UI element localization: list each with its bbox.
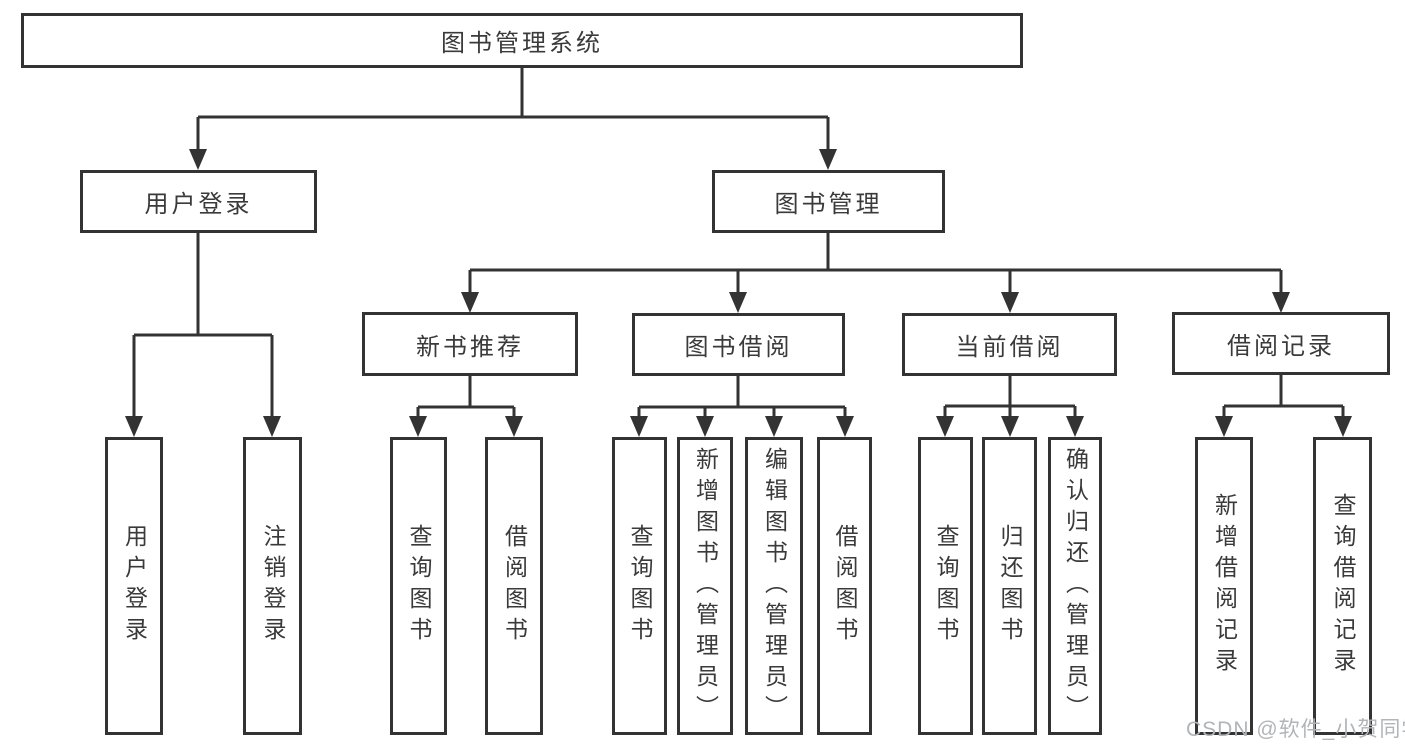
- node-leaf-add-borrow-record: 新增借阅记录: [1195, 437, 1253, 735]
- node-label: 新增图书（管理员）: [692, 446, 719, 726]
- node-leaf-confirm-return: 确认归还（管理员）: [1048, 437, 1102, 735]
- node-label: 借阅记录: [1227, 333, 1335, 360]
- node-leaf-borrow-books-a: 借阅图书: [485, 437, 543, 735]
- arrowheads: [125, 149, 1352, 437]
- node-user-login: 用户登录: [80, 170, 317, 233]
- node-leaf-query-borrow-record: 查询借阅记录: [1313, 437, 1372, 735]
- node-root: 图书管理系统: [21, 13, 1023, 68]
- node-label: 借阅图书: [501, 524, 528, 648]
- watermark: CSDN @软件_小贺同学: [1186, 718, 1405, 741]
- node-borrow-records: 借阅记录: [1172, 312, 1390, 375]
- node-label: 归还图书: [997, 524, 1023, 648]
- node-label: 当前借阅: [955, 334, 1064, 361]
- node-label: 用户登录: [144, 191, 253, 218]
- node-label: 新增借阅记录: [1211, 493, 1238, 679]
- node-leaf-logout: 注销登录: [243, 437, 302, 735]
- node-label: 借阅图书: [832, 524, 858, 648]
- node-label: 查询图书: [933, 524, 959, 648]
- node-leaf-add-books: 新增图书（管理员）: [677, 437, 733, 735]
- node-current-borrow: 当前借阅: [902, 313, 1117, 376]
- node-label: 查询图书: [406, 524, 432, 648]
- node-leaf-query-books-a: 查询图书: [390, 437, 447, 735]
- node-book-management: 图书管理: [712, 170, 945, 233]
- node-label: 确认归还（管理员）: [1062, 446, 1089, 726]
- node-leaf-return-books: 归还图书: [982, 437, 1037, 735]
- node-label: 查询借阅记录: [1330, 493, 1356, 679]
- node-leaf-query-books-c: 查询图书: [918, 437, 973, 735]
- node-label: 查询图书: [627, 524, 653, 648]
- node-leaf-edit-books: 编辑图书（管理员）: [745, 437, 803, 735]
- node-label: 用户登录: [121, 524, 148, 648]
- node-label: 图书借阅: [684, 334, 793, 361]
- node-label: 注销登录: [260, 524, 286, 648]
- node-label: 编辑图书（管理员）: [761, 446, 788, 726]
- node-label: 图书管理: [774, 191, 883, 218]
- node-leaf-query-books-b: 查询图书: [612, 437, 667, 735]
- node-label: 新书推荐: [416, 333, 524, 361]
- node-label: 图书管理系统: [441, 30, 603, 57]
- node-leaf-user-login: 用户登录: [105, 437, 163, 735]
- node-book-borrow: 图书借阅: [632, 313, 845, 376]
- node-leaf-borrow-books-b: 借阅图书: [817, 437, 872, 735]
- node-new-book-recommend: 新书推荐: [362, 312, 578, 376]
